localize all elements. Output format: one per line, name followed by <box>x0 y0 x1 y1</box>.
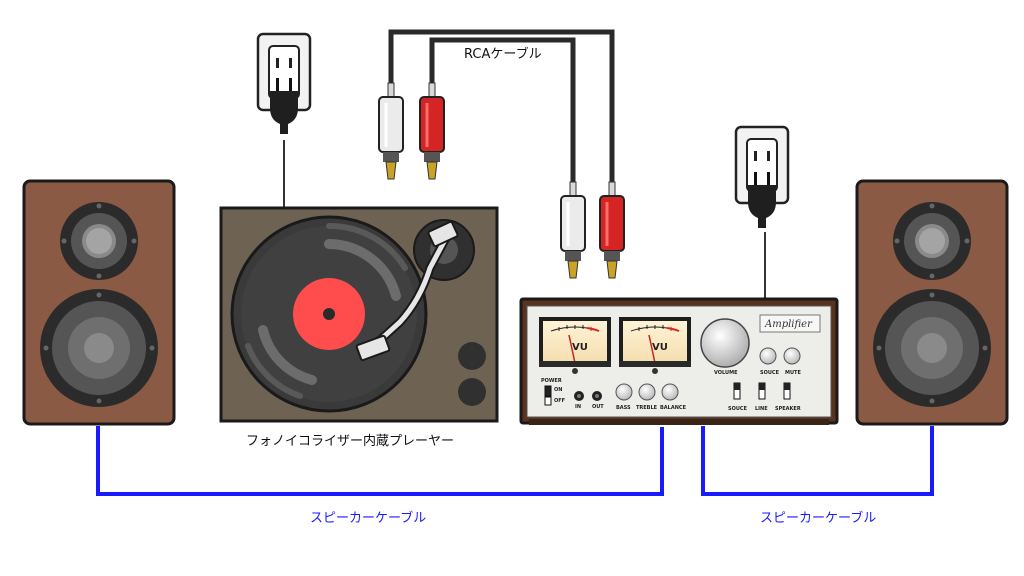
bass-knob[interactable] <box>615 383 633 401</box>
out-jack-label: OUT <box>592 404 604 410</box>
turntable-label: フォノイコライザー内蔵プレーヤー <box>246 433 454 449</box>
vu-text-right: VU <box>652 342 668 353</box>
turntable <box>219 206 499 423</box>
volume-knob[interactable] <box>700 318 750 368</box>
line-switch[interactable] <box>759 383 765 390</box>
treble-knob[interactable] <box>638 383 656 401</box>
speaker-switch[interactable] <box>784 383 790 390</box>
power-on-label: ON <box>554 387 562 393</box>
speaker-cable-right-label: スピーカーケーブル <box>760 510 876 526</box>
in-jack-label: IN <box>575 404 581 410</box>
rca-cable <box>388 29 615 182</box>
bass-label: BASS <box>616 405 631 411</box>
speaker-switch-label: SPEAKER <box>775 406 801 412</box>
rca-plug-icon <box>598 180 626 280</box>
source-knob-label: SOUCE <box>760 370 780 376</box>
treble-label: TREBLE <box>636 405 658 411</box>
speaker-cable-left <box>96 426 664 496</box>
right-speaker <box>855 179 1009 426</box>
balance-knob[interactable] <box>661 383 679 401</box>
line-switch-label: LINE <box>755 406 768 412</box>
mute-knob[interactable] <box>783 347 801 365</box>
amplifier: VU VU VOLUME Amplifier SOUCE MUTE POWER … <box>519 297 839 425</box>
source-knob[interactable] <box>759 347 777 365</box>
left-speaker <box>22 179 176 426</box>
source-switch-label: SOUCE <box>728 406 748 412</box>
rca-plug-icon <box>418 81 446 181</box>
mute-knob-label: MUTE <box>785 370 801 376</box>
power-label: POWER <box>541 378 562 384</box>
rca-plug-icon <box>377 81 405 181</box>
speaker-cable-left-label: スピーカーケーブル <box>310 510 426 526</box>
volume-label: VOLUME <box>714 370 738 376</box>
speaker-cable-right <box>701 426 934 496</box>
rca-plug-icon <box>559 180 587 280</box>
vu-text-left: VU <box>572 342 588 353</box>
rca-cable-label: RCAケーブル <box>464 46 542 62</box>
amplifier-brand: Amplifier <box>764 319 813 330</box>
power-switch[interactable] <box>544 385 552 397</box>
balance-label: BALANCE <box>660 405 687 411</box>
power-off-label: OFF <box>554 398 565 404</box>
source-switch[interactable] <box>734 383 740 390</box>
